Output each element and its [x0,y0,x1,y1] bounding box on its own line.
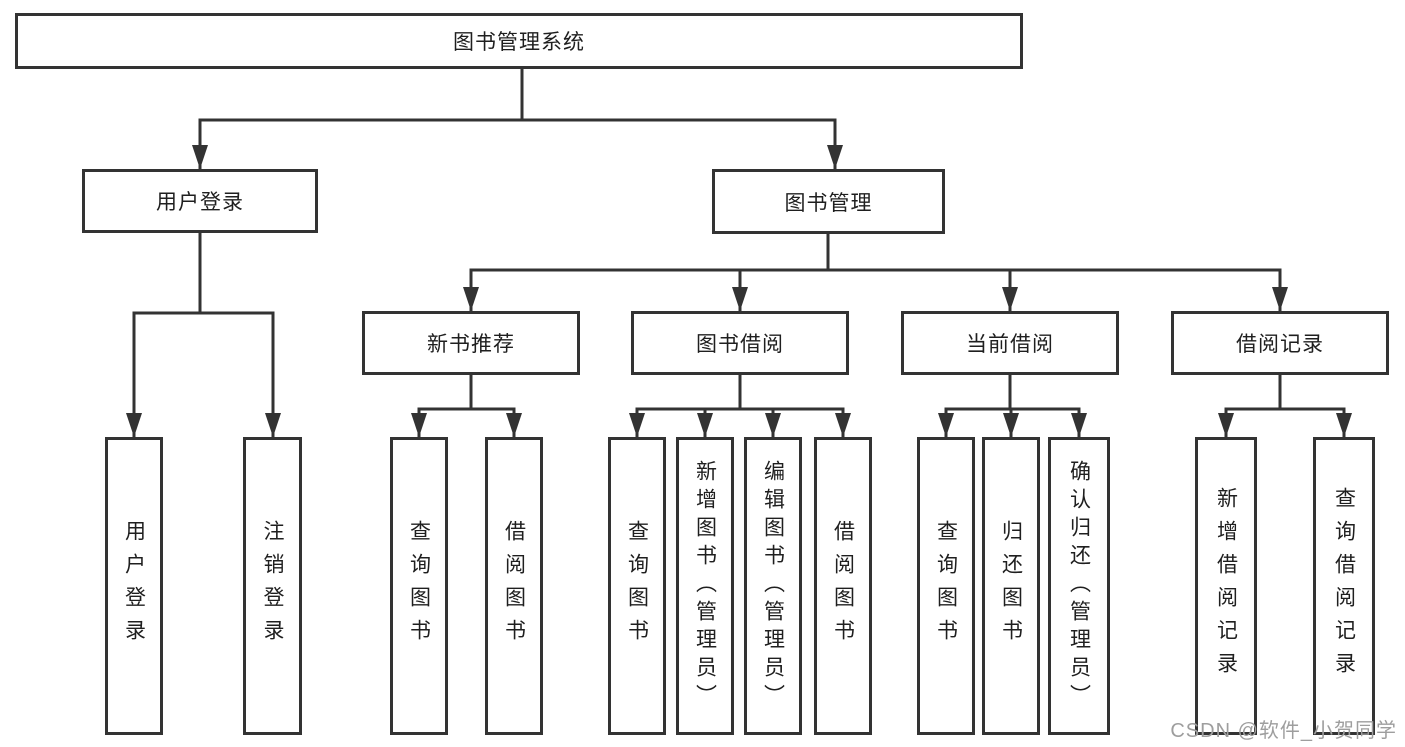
node-label: 查询图书 [407,520,431,652]
node-borrowing-records: 借阅记录 [1171,311,1389,375]
node-label: 图书管理 [784,191,873,215]
node-current-borrowing: 当前借阅 [901,311,1119,375]
node-label: 新增图书（管理员） [693,460,717,712]
leaf-current-return-books: 归还图书 [982,437,1040,735]
leaf-records-add-record: 新增借阅记录 [1195,437,1257,735]
leaf-borrowing-borrow-books: 借阅图书 [814,437,872,735]
node-label: 查询借阅记录 [1332,487,1356,685]
node-new-book-recommend: 新书推荐 [362,311,580,375]
leaf-borrowing-edit-books-admin: 编辑图书（管理员） [744,437,802,735]
node-label: 图书借阅 [696,333,784,356]
leaf-logout: 注销登录 [243,437,302,735]
leaf-borrowing-add-books-admin: 新增图书（管理员） [676,437,734,735]
node-label: 图书管理系统 [453,31,585,54]
node-label: 新书推荐 [427,333,515,356]
node-label: 用户登录 [122,520,146,652]
node-label: 当前借阅 [966,333,1054,356]
node-label: 借阅记录 [1236,333,1324,356]
node-user-login: 用户登录 [82,169,318,233]
node-label: 查询图书 [934,520,958,652]
node-book-management: 图书管理 [712,169,945,234]
leaf-current-query-books: 查询图书 [917,437,975,735]
node-label: 确认归还（管理员） [1067,460,1091,712]
node-label: 查询图书 [625,520,649,652]
leaf-borrowing-query-books: 查询图书 [608,437,666,735]
node-label: 归还图书 [999,520,1023,652]
node-label: 编辑图书（管理员） [761,460,785,712]
leaf-recommend-query-books: 查询图书 [390,437,448,735]
leaf-current-confirm-return-admin: 确认归还（管理员） [1048,437,1110,735]
leaf-user-login: 用户登录 [105,437,163,735]
node-label: 用户登录 [156,191,244,214]
node-library-management-system: 图书管理系统 [15,13,1023,69]
leaf-recommend-borrow-books: 借阅图书 [485,437,543,735]
leaf-records-query-record: 查询借阅记录 [1313,437,1375,735]
node-label: 注销登录 [261,520,284,652]
node-label: 借阅图书 [831,520,855,652]
node-label: 新增借阅记录 [1214,487,1238,685]
csdn-watermark: CSDN @软件_小贺同学 [1170,720,1397,742]
node-book-borrowing: 图书借阅 [631,311,849,375]
node-label: 借阅图书 [502,520,526,652]
